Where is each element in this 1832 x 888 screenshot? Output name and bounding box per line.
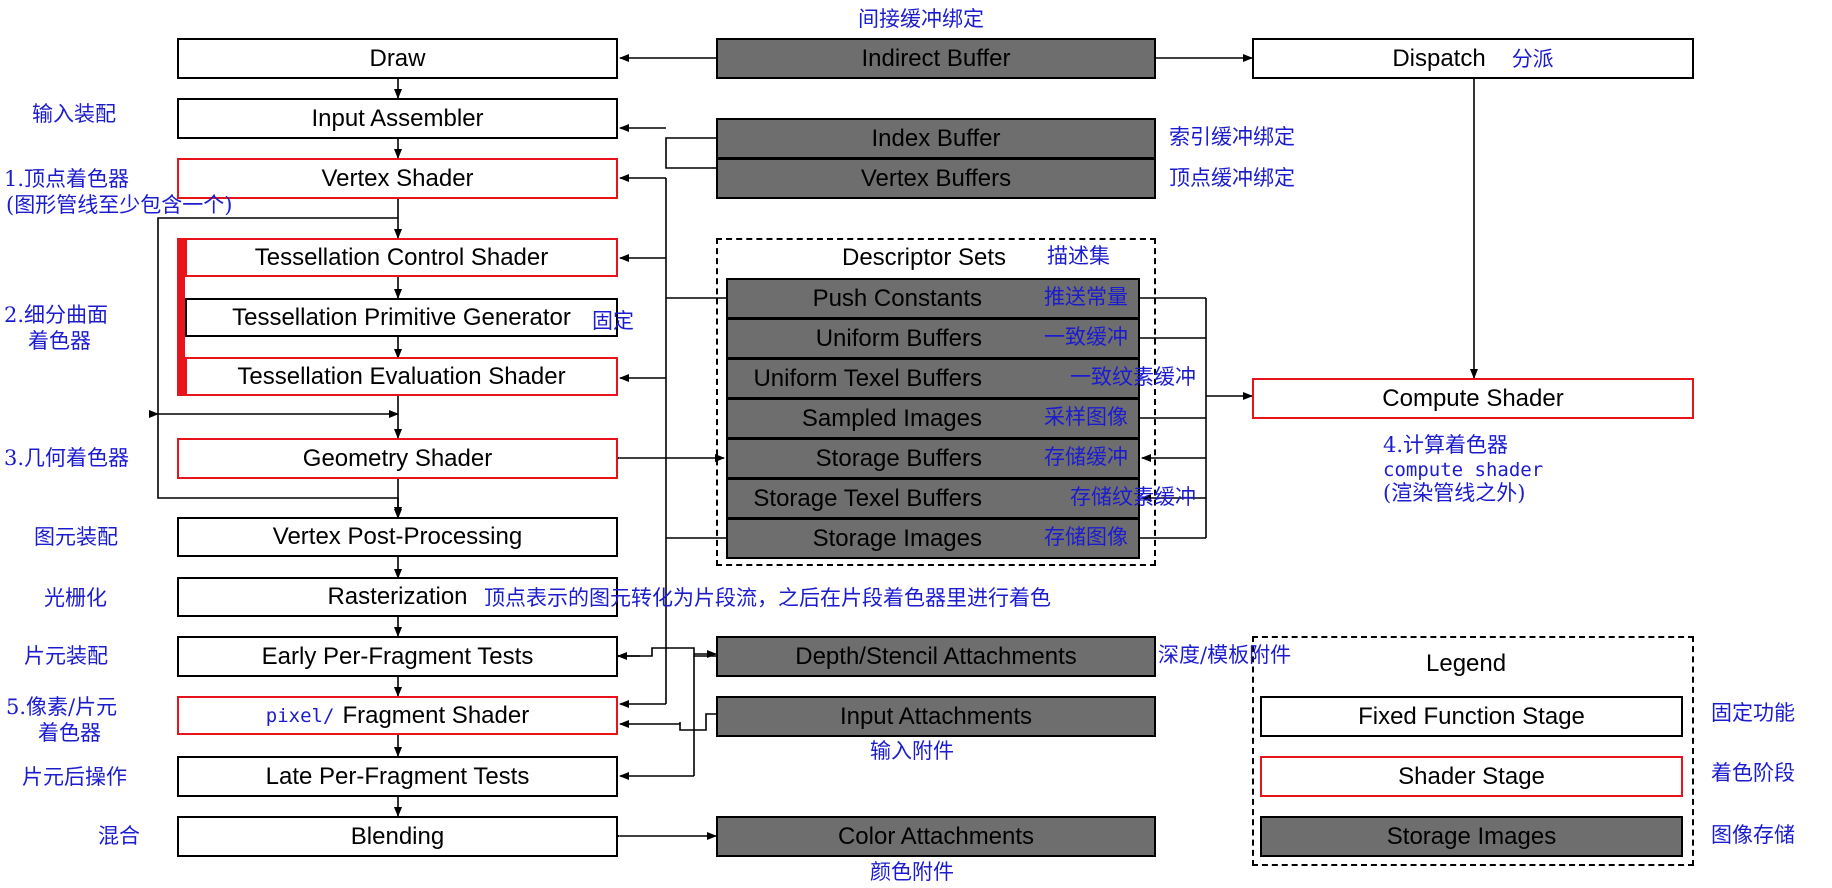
geometry-shader-cn: 3.几何着色器 <box>4 446 130 470</box>
input-assembler-cn: 输入装配 <box>32 102 116 126</box>
dispatch-label-cn: 分派 <box>1511 46 1554 71</box>
legend-storage-cn: 图像存储 <box>1711 823 1795 847</box>
legend-fixed-function: Fixed Function Stage <box>1260 696 1683 737</box>
descriptor-set-item: Uniform Buffers <box>726 318 1140 359</box>
input-attachments-cn: 输入附件 <box>870 739 954 763</box>
descriptor-set-item-label: Sampled Images <box>801 404 982 432</box>
legend-storage-images: Storage Images <box>1260 816 1683 857</box>
legend-shader-stage: Shader Stage <box>1260 756 1683 797</box>
rasterization-note-cn: 顶点表示的图元转化为片段流，之后在片段着色器里进行着色 <box>484 586 1051 610</box>
descriptor-set-item-label: Storage Images <box>812 524 982 552</box>
tessellation-cn-2: 着色器 <box>28 329 91 353</box>
descriptor-set-item-cn: 存储缓冲 <box>1044 445 1128 469</box>
descriptor-sets-group <box>716 238 1156 566</box>
fragment-shader-cn-1: 5.像素/片元 <box>6 695 118 719</box>
late-tests-cn: 片元后操作 <box>22 765 127 789</box>
legend-box <box>1252 636 1694 866</box>
legend-title: Legend <box>1426 650 1507 677</box>
geometry-shader-stage: Geometry Shader <box>177 438 618 479</box>
blending-stage: Blending <box>177 816 618 857</box>
descriptor-sets-title-cn: 描述集 <box>1047 244 1110 268</box>
compute-shader-cn-1: 4.计算着色器 <box>1383 433 1509 457</box>
descriptor-set-item-cn: 采样图像 <box>1044 405 1128 429</box>
vertex-buffers-cn: 顶点缓冲绑定 <box>1169 166 1295 190</box>
descriptor-set-item-cn: 一致缓冲 <box>1044 325 1128 349</box>
fragment-shader-prefix: pixel/ <box>265 704 335 727</box>
dispatch-label: Dispatch <box>1392 44 1486 72</box>
color-attachments: Color Attachments <box>716 816 1156 857</box>
tessellation-bracket <box>177 238 185 396</box>
early-tests-cn: 片元装配 <box>24 644 108 668</box>
tessellation-control-shader-stage: Tessellation Control Shader <box>185 238 618 277</box>
descriptor-set-item: Sampled Images <box>726 398 1140 439</box>
indirect-buffer-cn: 间接缓冲绑定 <box>858 7 984 31</box>
vertex-shader-cn-2: (图形管线至少包含一个) <box>6 193 233 217</box>
descriptor-set-item-label: Storage Buffers <box>815 444 982 472</box>
rasterization-cn: 光栅化 <box>44 586 107 610</box>
vertex-post-processing-stage: Vertex Post-Processing <box>177 517 618 557</box>
late-per-fragment-tests-stage: Late Per-Fragment Tests <box>177 756 618 797</box>
fragment-shader-stage: pixel/ Fragment Shader <box>177 696 618 735</box>
descriptor-sets-title: Descriptor Sets <box>842 244 1007 271</box>
draw-stage: Draw <box>177 38 618 79</box>
compute-shader-stage: Compute Shader <box>1252 378 1694 419</box>
descriptor-set-item-label: Push Constants <box>812 284 982 312</box>
vertex-post-processing-cn: 图元装配 <box>34 525 118 549</box>
fixed-cn: 固定 <box>592 309 634 333</box>
index-buffer: Index Buffer <box>716 118 1156 159</box>
rasterization-stage: Rasterization <box>177 577 618 617</box>
compute-shader-cn-2: compute shader <box>1383 459 1544 481</box>
descriptor-set-item-label: Uniform Texel Buffers <box>753 364 982 392</box>
descriptor-set-item-cn: 一致纹素缓冲 <box>1070 365 1196 389</box>
descriptor-set-item-cn: 存储纹素缓冲 <box>1070 485 1196 509</box>
descriptor-set-item: Storage Texel Buffers <box>726 478 1140 519</box>
tessellation-primitive-generator-stage: Tessellation Primitive Generator <box>185 298 618 337</box>
depth-stencil-attachments: Depth/Stencil Attachments <box>716 636 1156 677</box>
input-assembler-stage: Input Assembler <box>177 98 618 139</box>
fragment-shader-cn-2: 着色器 <box>38 721 101 745</box>
tessellation-cn-1: 2.细分曲面 <box>4 303 109 327</box>
early-per-fragment-tests-stage: Early Per-Fragment Tests <box>177 636 618 677</box>
legend-shader-cn: 着色阶段 <box>1711 761 1795 785</box>
descriptor-set-item-label: Storage Texel Buffers <box>753 484 982 512</box>
indirect-buffer: Indirect Buffer <box>716 38 1156 79</box>
index-buffer-cn: 索引缓冲绑定 <box>1169 125 1295 149</box>
descriptor-set-item: Storage Images <box>726 518 1140 559</box>
descriptor-set-item-label: Uniform Buffers <box>815 324 982 352</box>
compute-shader-cn-3: (渲染管线之外) <box>1383 481 1526 505</box>
vertex-shader-stage: Vertex Shader <box>177 158 618 199</box>
depth-stencil-cn: 深度/模板附件 <box>1158 643 1292 667</box>
vertex-buffers: Vertex Buffers <box>716 158 1156 199</box>
blending-cn: 混合 <box>98 824 140 848</box>
descriptor-set-item-cn: 存储图像 <box>1044 525 1128 549</box>
input-attachments: Input Attachments <box>716 696 1156 737</box>
descriptor-set-item: Storage Buffers <box>726 438 1140 479</box>
dispatch-stage: Dispatch 分派 <box>1252 38 1694 79</box>
descriptor-set-item-cn: 推送常量 <box>1044 285 1128 309</box>
legend-fixed-cn: 固定功能 <box>1711 701 1795 725</box>
color-attachments-cn: 颜色附件 <box>870 860 954 884</box>
tessellation-evaluation-shader-stage: Tessellation Evaluation Shader <box>185 357 618 396</box>
fragment-shader-label: Fragment Shader <box>342 701 530 729</box>
vertex-shader-cn-1: 1.顶点着色器 <box>4 167 130 191</box>
